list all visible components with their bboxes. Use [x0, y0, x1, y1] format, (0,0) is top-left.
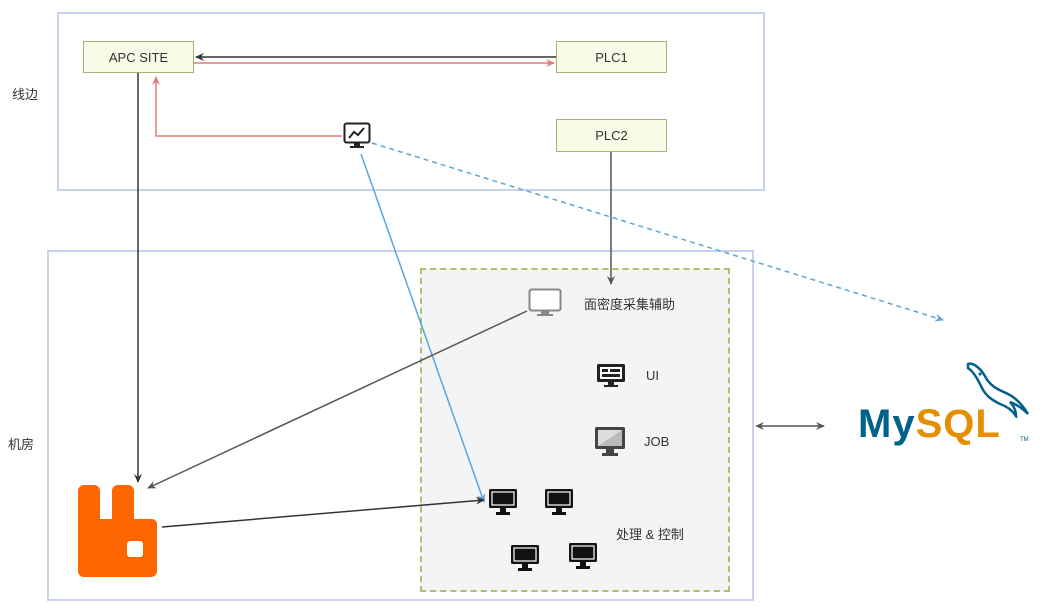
plc2-label: PLC2 — [595, 128, 628, 143]
arrow-monitor-to-apc — [152, 76, 342, 137]
arrow-density-to-rabbitmq — [147, 310, 528, 489]
arrow-rabbitmq-to-workstations — [161, 496, 485, 528]
density-monitor-icon[interactable] — [528, 288, 562, 318]
plc1-label: PLC1 — [595, 49, 628, 65]
arrow-monitor-to-mysql — [371, 142, 944, 322]
mysql-logo: MySQL — [858, 402, 1001, 447]
machine-room-zone — [47, 250, 754, 601]
line-side-label: 线边 — [12, 87, 39, 102]
workstation-icon[interactable] — [488, 488, 518, 516]
apc-site-node[interactable]: APC SITE — [83, 41, 194, 73]
job-label: JOB — [644, 434, 670, 449]
workstation-icon[interactable] — [544, 488, 574, 516]
mysql-sql-text: SQL — [915, 402, 1001, 446]
process-control-label: 处理 & 控制 — [616, 527, 684, 542]
plc2-node[interactable]: PLC2 — [556, 119, 667, 152]
plc1-node[interactable]: PLC1 — [556, 41, 667, 73]
processing-group[interactable] — [420, 268, 730, 592]
ui-label: UI — [646, 368, 659, 383]
machine-room-label: 机房 — [8, 437, 35, 452]
mysql-dolphin-icon — [960, 360, 1035, 421]
mysql-tm: TM — [1020, 437, 1029, 443]
trend-monitor-icon[interactable] — [343, 122, 371, 150]
workstation-icon[interactable] — [510, 544, 540, 572]
job-monitor-icon[interactable] — [594, 426, 626, 458]
density-assist-label: 面密度采集辅助 — [584, 297, 676, 312]
workstation-icon[interactable] — [568, 542, 598, 570]
line-side-zone — [57, 12, 765, 191]
mysql-my-text: My — [858, 402, 916, 446]
arrow-monitor-to-workstations — [360, 153, 486, 503]
apc-site-label: APC SITE — [108, 49, 169, 65]
rabbitmq-icon[interactable] — [78, 485, 163, 577]
ui-monitor-icon[interactable] — [596, 363, 626, 389]
